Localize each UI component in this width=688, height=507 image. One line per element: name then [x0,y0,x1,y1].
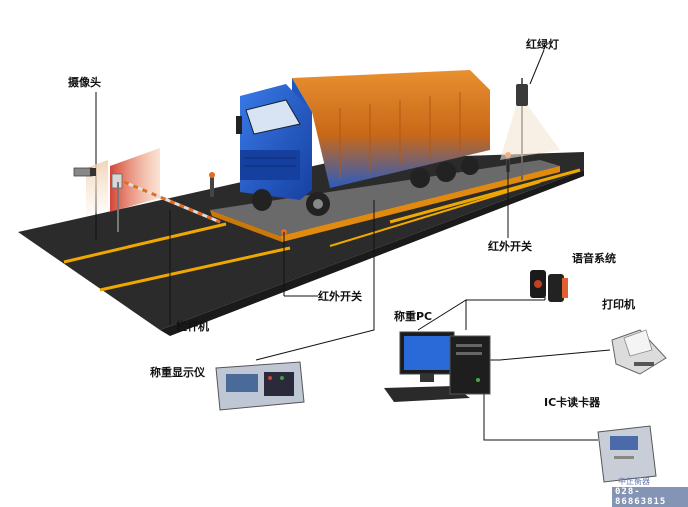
label-camera: 摄像头 [68,76,101,89]
voice-system-device [530,270,568,302]
label-voice-system: 语音系统 [572,252,616,265]
traffic-light-device [500,49,560,180]
weighing-platform [210,160,560,242]
camera-device [73,92,160,240]
watermark-phone: 028-86863815 [612,487,688,507]
label-ir-switch-right: 红外开关 [488,240,532,253]
label-weighing-pc: 称重PC [394,310,433,323]
weighing-pc-device [384,331,491,402]
label-ir-switch-bottom: 红外开关 [318,290,362,303]
ic-reader-device [597,425,657,483]
weight-display-device [215,361,305,411]
label-ic-reader: IC卡读卡器 [544,396,601,409]
label-printer: 打印机 [602,298,635,311]
truck [236,70,490,216]
label-barrier: 栏杆机 [176,320,209,333]
barrier-gate [111,173,221,325]
label-traffic-light: 红绿灯 [526,38,559,51]
label-weight-display: 称重显示仪 [150,366,205,379]
printer-device [611,329,667,375]
watermark-company: 中正衡器 [618,477,650,486]
